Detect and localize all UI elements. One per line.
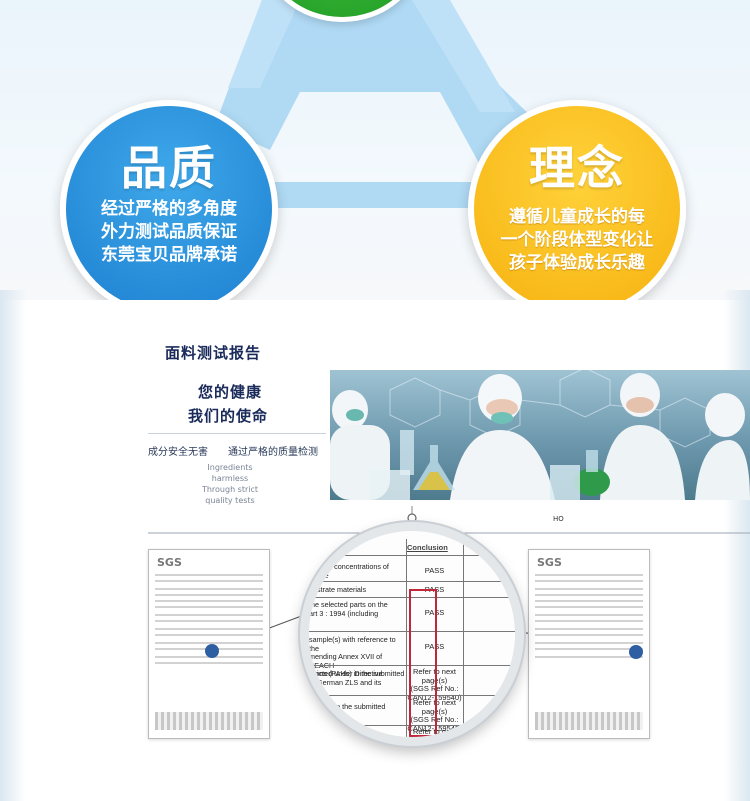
quality-circle: 品质 经过严格的多角度 外力测试品质保证 东莞宝贝品牌承诺 <box>60 100 278 300</box>
magnified-report: Conclusion niques, concentrations of amp… <box>309 531 515 737</box>
left-edge-fade <box>0 290 26 801</box>
row-7-text: ted sample(s) Annex <box>309 727 353 745</box>
magnify-point-right <box>629 645 643 659</box>
photo-caption: HO <box>553 515 564 523</box>
concept-line-1: 遵循儿童成长的每 <box>509 207 645 227</box>
magnifier-lens: Conclusion niques, concentrations of amp… <box>300 522 524 746</box>
quality-line-2: 外力测试品质保证 <box>101 222 237 242</box>
conclusion-header: Conclusion <box>407 543 448 552</box>
row-6-text: content in the submitted <box>309 702 386 711</box>
subtext-safe: 成分安全无害 <box>148 447 208 458</box>
english-line-3: quality tests <box>205 496 255 505</box>
quality-line-3: 东莞宝贝品牌承诺 <box>101 245 237 265</box>
sgs-report-left: SGS <box>148 549 270 739</box>
english-line-1: Ingredients harmless <box>207 463 253 483</box>
quality-line-1: 经过严格的多角度 <box>101 199 237 219</box>
doc-footer-right <box>535 712 643 730</box>
row-3-text: the selected parts on the art 3 : 1994 (… <box>309 600 388 618</box>
english-caption: Ingredients harmless Through strict qual… <box>190 462 270 506</box>
report-title: 面料测试报告 <box>165 344 262 362</box>
lab-scene-illustration <box>330 370 750 500</box>
pass-highlight-box <box>409 589 437 737</box>
row-4-result: PASS <box>424 642 445 651</box>
doc-footer-left <box>155 712 263 730</box>
tagline-health: 您的健康 <box>198 383 263 401</box>
row-1-text: niques, concentrations of ample <box>309 562 389 580</box>
row-5-text: rbons (PAHs) in the submitted of German … <box>309 669 405 687</box>
subtext-tested: 通过严格的质量检测 <box>228 447 318 458</box>
top-infographic: 品质 经过严格的多角度 外力测试品质保证 东莞宝贝品牌承诺 理念 遵循儿童成长的… <box>0 0 750 300</box>
concept-title: 理念 <box>529 141 625 195</box>
english-line-2: Through strict <box>201 485 259 494</box>
lab-photo <box>330 370 750 500</box>
magnify-point-left <box>205 644 219 658</box>
quality-title: 品质 <box>121 141 217 195</box>
sgs-report-right: SGS <box>528 549 650 739</box>
sgs-logo-left: SGS <box>157 556 182 569</box>
concept-line-3: 孩子体验成长乐趣 <box>509 253 645 273</box>
tagline-mission: 我们的使命 <box>188 407 269 425</box>
row-2-text: ubstrate materials <box>309 585 367 594</box>
row-3-result: PASS <box>424 608 445 617</box>
sgs-logo-right: SGS <box>537 556 562 569</box>
concept-line-2: 一个阶段体型变化让 <box>500 230 654 250</box>
divider <box>148 433 326 434</box>
concept-circle: 理念 遵循儿童成长的每 一个阶段体型变化让 孩子体验成长乐趣 <box>468 100 686 300</box>
row-1-result: PASS <box>424 566 445 575</box>
